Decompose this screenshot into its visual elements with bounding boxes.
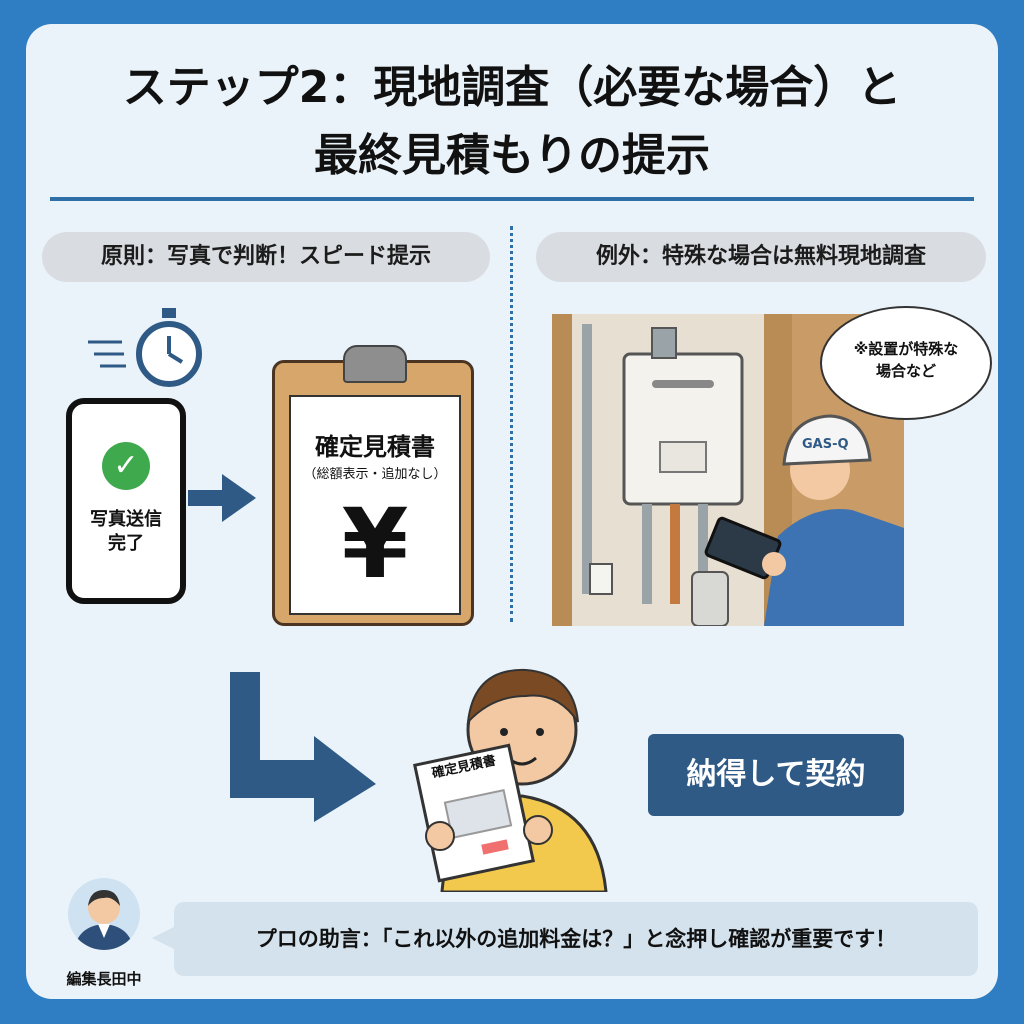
title-line-1: ステップ2：現地調査（必要な場合）と	[122, 62, 902, 113]
clipboard-clip	[343, 345, 407, 383]
customer-illustration	[413, 668, 608, 892]
left-heading: 原則：写真で判断！スピード提示	[42, 232, 490, 282]
estimate-subtitle: （総額表示・追加なし）	[303, 467, 447, 482]
right-heading: 例外：特殊な場合は無料現地調査	[536, 232, 986, 282]
check-icon: ✓	[102, 442, 150, 490]
infographic-card: ステップ2：現地調査（必要な場合）と 最終見積もりの提示 原則：写真で判断！スピ…	[26, 24, 998, 999]
contract-label: 納得して契約	[648, 734, 904, 816]
estimate-title: 確定見積書	[315, 433, 435, 461]
estimate-paper: 確定見積書 （総額表示・追加なし） ¥	[289, 395, 461, 615]
editor-portrait	[74, 890, 134, 950]
speech-bubble-text: ※設置が特殊な 場合など	[853, 340, 959, 380]
estimate-clipboard: 確定見積書 （総額表示・追加なし） ¥	[272, 345, 474, 626]
speech-bubble: ※設置が特殊な 場合など	[820, 306, 992, 420]
yen-symbol: ¥	[341, 488, 409, 600]
title-line-2: 最終見積もりの提示	[314, 130, 710, 181]
editor-avatar	[68, 878, 140, 950]
bent-arrow-icon	[230, 672, 376, 822]
title-divider	[50, 197, 974, 201]
advice-bubble: プロの助言：「これ以外の追加料金は？」と念押し確認が重要です！	[174, 902, 978, 976]
arrow-right-icon	[188, 474, 256, 522]
phone-status-text: 写真送信 完了	[90, 509, 162, 554]
page-title: ステップ2：現地調査（必要な場合）と 最終見積もりの提示	[26, 54, 998, 190]
editor-name: 編集長田中	[66, 970, 142, 988]
helmet-label: GAS-Q	[802, 437, 849, 452]
advice-bubble-tail	[152, 926, 176, 950]
stopwatch-icon	[88, 308, 202, 387]
smartphone: ✓ 写真送信 完了	[66, 398, 186, 604]
section-divider	[510, 226, 513, 622]
